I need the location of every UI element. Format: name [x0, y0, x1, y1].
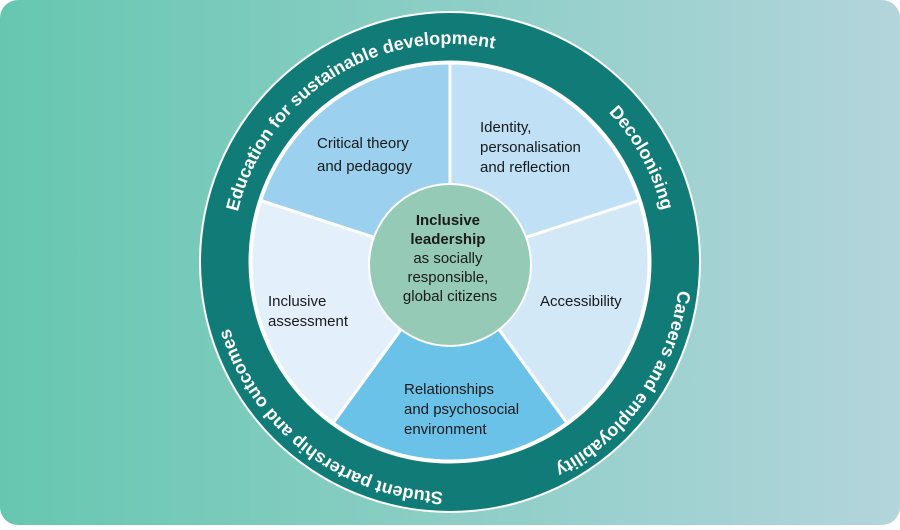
center-label: Inclusive leadership as socially respons… — [403, 212, 497, 305]
center-line: as socially — [413, 250, 483, 267]
center-line: global citizens — [403, 288, 497, 305]
center-line: Inclusive — [416, 212, 480, 229]
segment-label-identity: Identity, personalisation and reflection — [480, 119, 585, 176]
segment-label-relationships: Relationships and psychosocial environme… — [404, 381, 523, 438]
center-line: leadership — [410, 231, 485, 248]
segment-label-critical-theory: Critical theory and pedagogy — [317, 135, 413, 175]
segment-label-accessibility: Accessibility — [540, 293, 622, 310]
segment-label-inclusive-assessment: Inclusive assessment — [268, 293, 349, 330]
center-line: responsible, — [407, 269, 488, 286]
inner-wheel-rim — [248, 60, 652, 464]
center-circle — [370, 185, 530, 345]
